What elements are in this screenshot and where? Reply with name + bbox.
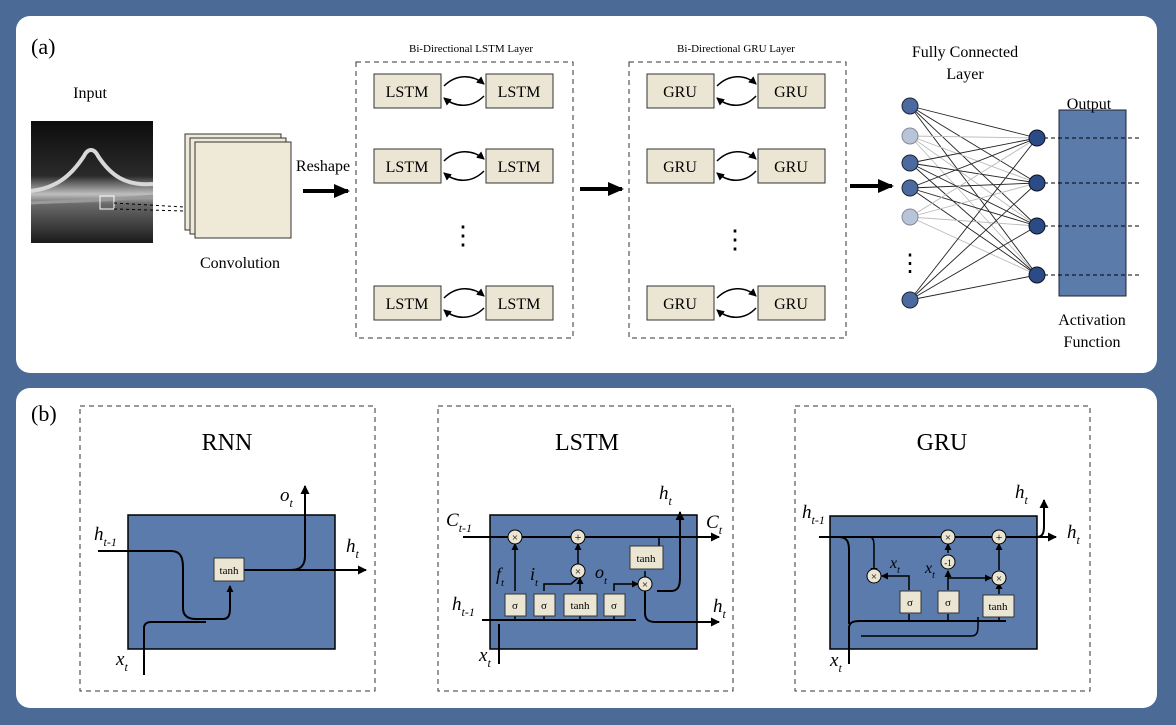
oct-input-image: [30, 121, 154, 243]
fc-connections: [909, 105, 1038, 301]
lstm-x: xt: [478, 645, 491, 670]
lstm-layer-title: Bi-Directional LSTM Layer: [409, 43, 533, 55]
rnn-h-prev: ht-1: [94, 524, 117, 549]
rnn-o: ot: [280, 485, 294, 510]
gru-row-2: GRU GRU: [646, 148, 826, 184]
gru-layer-title: Bi-Directional GRU Layer: [677, 43, 795, 55]
lstm-c-prev: Ct-1: [446, 510, 472, 535]
convolution-stack: [184, 133, 292, 239]
gru-reset-mult: ×: [871, 571, 877, 583]
reshape-label: Reshape: [296, 158, 350, 175]
gru-h-prev: ht-1: [802, 502, 825, 527]
gru-tanh: tanh: [989, 601, 1008, 613]
rnn-title: RNN: [202, 430, 253, 456]
lstm-title: LSTM: [555, 430, 619, 456]
fc-output-lines: [1037, 137, 1140, 276]
lstm-tanh-out: tanh: [637, 553, 656, 565]
panel-a-label: (a): [31, 34, 55, 59]
rnn-diagram: RNN tanh ht-1 xt ot ht: [79, 405, 376, 692]
gru-h-right: ht: [1067, 522, 1081, 547]
lstm-cell-label: LSTM: [386, 84, 429, 101]
gru-x: xt: [829, 650, 842, 675]
panel-a: (a) Input Convolution Reshape Bi-Directi…: [16, 16, 1157, 373]
gru-x-inner-1: xt: [889, 555, 900, 576]
rnn-h: ht: [346, 536, 360, 561]
gru-ellipsis: ⋮: [722, 225, 748, 254]
lstm-output-mult: ×: [642, 579, 648, 591]
gru-sigma-r: σ: [907, 597, 913, 609]
lstm-forget-mult: ×: [512, 532, 518, 544]
lstm-cell-label: LSTM: [498, 84, 541, 101]
gru-cell-label: GRU: [774, 159, 808, 176]
gru-minus-one: -1: [944, 558, 952, 568]
lstm-row-3: LSTM LSTM: [373, 285, 554, 321]
panel-b-diagram: (b) RNN tanh ht-1 xt ot ht LSTM: [31, 401, 1091, 692]
lstm-layer-frame: [355, 61, 574, 339]
fc-output-nodes: [1028, 129, 1046, 284]
fc-ellipsis: ⋮: [898, 251, 922, 277]
activation-line2: Function: [1064, 334, 1121, 351]
lstm-cell-label: LSTM: [498, 296, 541, 313]
gru-sigma-z: σ: [945, 597, 951, 609]
gru-update-mult: ×: [945, 532, 951, 544]
gru-title: GRU: [917, 430, 968, 456]
rnn-x: xt: [115, 649, 128, 674]
lstm-input-mult: ×: [575, 566, 581, 578]
panel-b: (b) RNN tanh ht-1 xt ot ht LSTM: [16, 388, 1157, 708]
lstm-sigma-f: σ: [512, 600, 518, 612]
lstm-row-1: LSTM LSTM: [373, 73, 554, 109]
gru-cell-label: GRU: [663, 296, 697, 313]
gru-cell-label: GRU: [774, 84, 808, 101]
lstm-diagram: LSTM tanh σ σ tanh σ: [437, 405, 734, 692]
lstm-tanh-in: tanh: [571, 600, 590, 612]
lstm-cell-label: LSTM: [498, 159, 541, 176]
lstm-cell-label: LSTM: [386, 296, 429, 313]
gru-cell-label: GRU: [663, 84, 697, 101]
gru-add: +: [996, 530, 1003, 544]
fc-title-line1: Fully Connected: [912, 44, 1018, 61]
input-label: Input: [73, 85, 107, 102]
activation-line1: Activation: [1058, 312, 1126, 329]
panel-b-label: (b): [31, 401, 57, 426]
gru-candidate-mult: ×: [996, 573, 1002, 585]
gru-layer-frame: [628, 61, 847, 339]
lstm-c: Ct: [706, 512, 723, 537]
lstm-sigma-i: σ: [541, 600, 547, 612]
panel-a-diagram: (a) Input Convolution Reshape Bi-Directi…: [30, 34, 1140, 351]
lstm-f: ft: [496, 564, 505, 589]
lstm-cell-label: LSTM: [386, 159, 429, 176]
gru-h-top: ht: [1015, 482, 1029, 507]
output-block: [1058, 109, 1127, 297]
lstm-h-right: ht: [713, 596, 727, 621]
fc-title-line2: Layer: [946, 66, 984, 83]
lstm-h-top: ht: [659, 483, 673, 508]
lstm-h-prev: ht-1: [452, 594, 475, 619]
gru-x-inner-2: xt: [924, 560, 935, 581]
lstm-cell-add: +: [575, 530, 582, 544]
output-label: Output: [1067, 96, 1112, 113]
lstm-o: ot: [595, 562, 608, 587]
gru-row-3: GRU GRU: [646, 285, 826, 321]
lstm-sigma-o: σ: [611, 600, 617, 612]
lstm-row-2: LSTM LSTM: [373, 148, 554, 184]
gru-cell-label: GRU: [774, 296, 808, 313]
lstm-i: it: [530, 564, 539, 589]
gru-diagram: GRU σ σ tanh × × -1 +: [794, 405, 1091, 692]
lstm-ellipsis: ⋮: [450, 221, 476, 250]
gru-row-1: GRU GRU: [646, 73, 826, 109]
fc-input-nodes: [901, 97, 919, 309]
rnn-tanh: tanh: [220, 565, 239, 577]
gru-cell-label: GRU: [663, 159, 697, 176]
convolution-label: Convolution: [200, 255, 280, 272]
